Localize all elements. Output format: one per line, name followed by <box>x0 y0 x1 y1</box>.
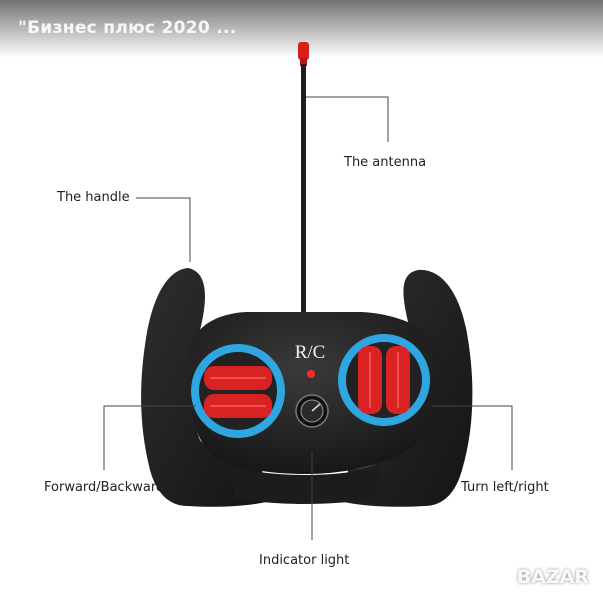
turn-control[interactable] <box>338 334 430 426</box>
watermark-logo: BAZAR <box>516 566 589 588</box>
listing-title[interactable]: "Бизнес плюс 2020 ... <box>18 18 237 38</box>
callout-antenna: The antenna <box>344 155 427 170</box>
callout-indicator: Indicator light <box>259 553 350 568</box>
rc-badge: R/C <box>295 342 326 363</box>
antenna-tip <box>298 42 309 60</box>
callout-lines <box>103 96 513 540</box>
callout-handle: The handle <box>57 190 130 205</box>
callout-turn: Turn left/right <box>461 480 549 495</box>
right-handle <box>344 269 473 507</box>
left-handle <box>141 268 266 507</box>
antenna <box>284 42 322 324</box>
power-dial[interactable] <box>295 394 329 428</box>
indicator-light <box>307 370 315 378</box>
forward-backward-control[interactable] <box>191 344 285 438</box>
callout-forward-backward: Forward/Backward <box>44 480 165 495</box>
